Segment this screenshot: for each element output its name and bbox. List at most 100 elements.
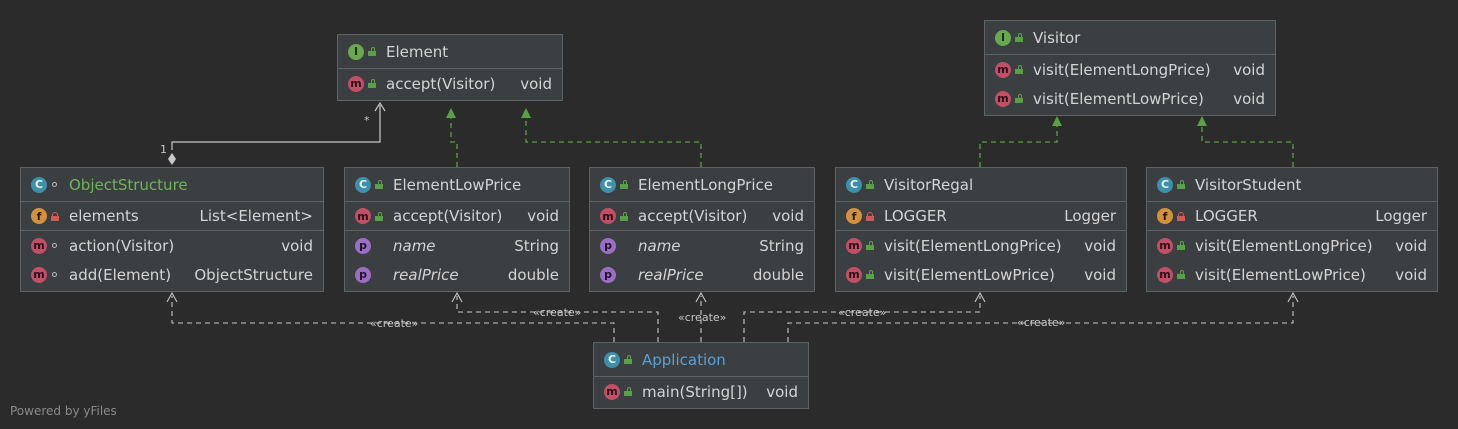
property-icon: p <box>600 237 616 254</box>
interface-icon: I <box>995 29 1011 46</box>
create-label-objectstructure: «create» <box>370 317 418 330</box>
class-title: ElementLongPrice <box>638 175 773 194</box>
arrowhead-element-2 <box>521 108 531 118</box>
member-row: m visit(ElementLongPrice) void <box>1147 231 1437 260</box>
class-node-element[interactable]: I Element m accept(Visitor) void <box>337 34 563 101</box>
public-visibility-icon <box>1015 33 1023 42</box>
arrowhead-element-1 <box>446 108 456 118</box>
member-type: double <box>752 265 804 284</box>
method-icon: m <box>995 90 1011 107</box>
member-row: m action(Visitor) void <box>21 231 323 260</box>
member-name: visit(ElementLowPrice) <box>884 265 1055 284</box>
public-visibility-icon <box>375 211 383 221</box>
public-visibility-icon <box>1177 270 1185 279</box>
field-icon: f <box>31 208 47 224</box>
member-type: void <box>1395 236 1427 255</box>
member-row: m visit(ElementLowPrice) void <box>985 84 1275 113</box>
package-visibility-icon <box>51 241 59 250</box>
create-edge-visitorregal <box>743 296 981 342</box>
member-row: m accept(Visitor) void <box>590 202 814 231</box>
private-visibility-icon <box>51 211 59 221</box>
class-title: ElementLowPrice <box>393 175 522 194</box>
public-visibility-icon <box>368 79 376 88</box>
create-label-visitorstudent: «create» <box>1017 316 1065 329</box>
member-name: visit(ElementLongPrice) <box>1033 60 1211 79</box>
realization-visitorregal-visitor <box>979 124 1058 167</box>
class-node-visitorregal[interactable]: C VisitorRegal f LOGGER Logger m visit(E… <box>835 167 1127 292</box>
class-icon: C <box>31 176 47 193</box>
method-icon: m <box>604 383 620 400</box>
public-visibility-icon <box>1015 94 1023 103</box>
public-visibility-icon <box>620 180 628 189</box>
create-arrowhead-visitorregal <box>974 291 986 303</box>
realization-visitorstudent-visitor <box>1201 124 1294 167</box>
member-name: accept(Visitor) <box>386 74 496 93</box>
member-name: elements <box>69 207 139 225</box>
member-type: String <box>759 236 804 255</box>
class-header: C ElementLowPrice <box>345 168 569 202</box>
class-node-application[interactable]: C Application m main(String[]) void <box>593 342 809 409</box>
member-type: void <box>281 236 313 255</box>
public-visibility-icon <box>368 47 376 56</box>
member-name: name <box>638 236 681 255</box>
realization-elementlongprice-element <box>525 110 702 167</box>
class-node-objectstructure[interactable]: C ObjectStructure f elements List<Elemen… <box>20 167 324 292</box>
member-row: p realPrice double <box>345 260 569 289</box>
create-arrowhead-visitorstudent <box>1287 291 1299 303</box>
public-visibility-icon <box>375 180 383 189</box>
create-edge-objectstructure <box>171 296 615 342</box>
member-row: f LOGGER Logger <box>836 202 1126 231</box>
class-title: Application <box>642 350 726 369</box>
member-type: void <box>772 207 804 225</box>
class-title: Element <box>386 42 449 61</box>
field-icon: f <box>1157 208 1173 224</box>
multiplicity-one: 1 <box>160 143 167 156</box>
create-label-visitorregal: «create» <box>838 306 886 319</box>
method-icon: m <box>1157 237 1173 254</box>
class-node-visitorstudent[interactable]: C VisitorStudent f LOGGER Logger m visit… <box>1146 167 1438 292</box>
class-title: VisitorStudent <box>1195 175 1302 194</box>
member-type: void <box>1395 265 1427 284</box>
public-visibility-icon <box>1177 241 1185 250</box>
member-name: realPrice <box>393 265 459 284</box>
member-row: f elements List<Element> <box>21 202 323 231</box>
member-row: m add(Element) ObjectStructure <box>21 260 323 289</box>
class-header: C VisitorRegal <box>836 168 1126 202</box>
method-icon: m <box>846 237 862 254</box>
class-title: ObjectStructure <box>69 175 188 194</box>
member-type: ObjectStructure <box>194 265 313 284</box>
method-icon: m <box>600 208 616 224</box>
private-visibility-icon <box>866 211 874 221</box>
member-type: void <box>1233 89 1265 108</box>
member-type: void <box>1084 236 1116 255</box>
method-icon: m <box>355 208 371 224</box>
property-icon: p <box>600 266 616 283</box>
create-label-elementlowprice: «create» <box>533 306 581 319</box>
package-visibility-icon <box>51 270 59 279</box>
arrowhead-visitor-2 <box>1197 116 1207 126</box>
class-node-elementlongprice[interactable]: C ElementLongPrice m accept(Visitor) voi… <box>589 167 815 292</box>
member-name: accept(Visitor) <box>393 207 503 225</box>
class-header: C ObjectStructure <box>21 168 323 202</box>
member-row: f LOGGER Logger <box>1147 202 1437 231</box>
class-node-elementlowprice[interactable]: C ElementLowPrice m accept(Visitor) void… <box>344 167 570 292</box>
class-header: C Application <box>594 343 808 377</box>
class-node-visitor[interactable]: I Visitor m visit(ElementLongPrice) void… <box>984 20 1276 116</box>
member-type: void <box>1084 265 1116 284</box>
class-header: C ElementLongPrice <box>590 168 814 202</box>
member-row: m visit(ElementLongPrice) void <box>836 231 1126 260</box>
class-header: I Element <box>338 35 562 69</box>
member-name: LOGGER <box>884 207 947 225</box>
member-type: double <box>507 265 559 284</box>
member-type: void <box>520 74 552 93</box>
class-icon: C <box>604 351 620 368</box>
public-visibility-icon <box>866 270 874 279</box>
class-icon: C <box>600 176 616 193</box>
aggregation-edge <box>171 105 381 150</box>
member-type: Logger <box>1064 207 1116 225</box>
class-title: VisitorRegal <box>884 175 974 194</box>
member-row: p name String <box>345 231 569 260</box>
member-type: Logger <box>1375 207 1427 225</box>
member-type: String <box>514 236 559 255</box>
